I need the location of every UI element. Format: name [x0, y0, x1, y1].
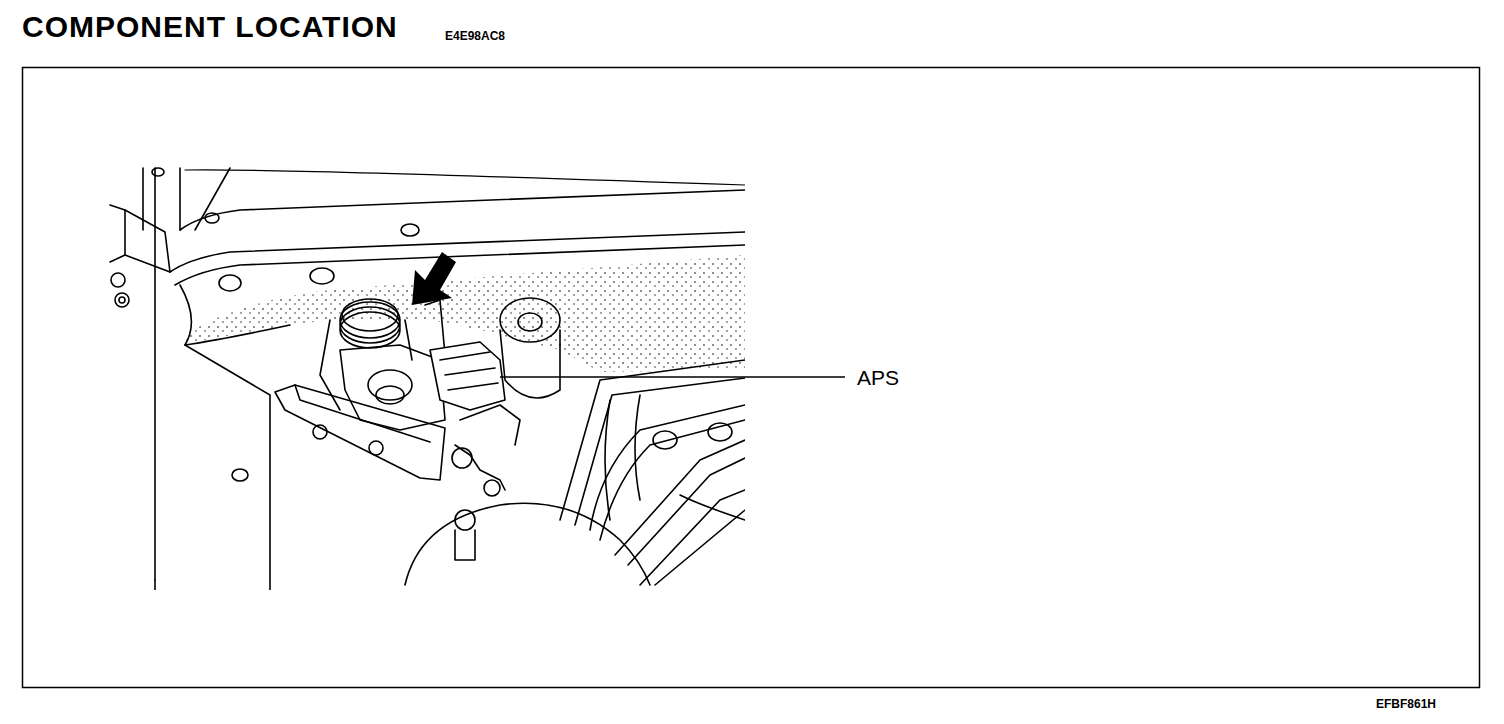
- part-label: APS: [857, 365, 899, 390]
- page-title: COMPONENT LOCATION: [22, 9, 398, 45]
- leader-line: [500, 376, 845, 378]
- figure-frame: [23, 68, 1480, 688]
- section-code: E4E98AC8: [445, 29, 505, 43]
- pointer-arrow: [412, 252, 456, 305]
- figure-code: EFBF861H: [1376, 697, 1436, 711]
